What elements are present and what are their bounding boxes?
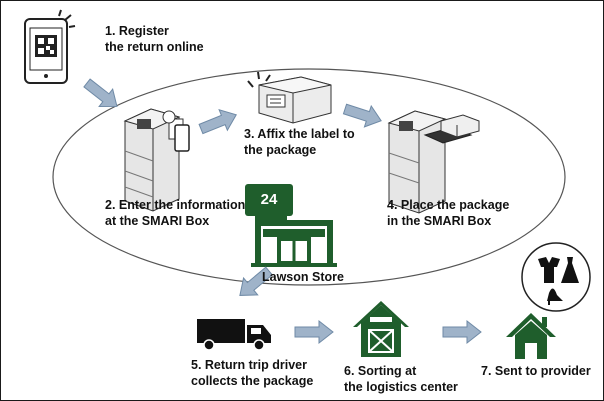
provider-house-icon <box>506 313 556 359</box>
lawson-store-ellipse <box>52 68 566 286</box>
arrow-step5-to-step6 <box>294 320 334 344</box>
smartphone-icon <box>24 9 76 84</box>
package-with-label-icon <box>247 71 332 124</box>
arrow-step2-to-step3 <box>196 104 241 140</box>
delivery-truck-icon <box>197 319 271 351</box>
logistics-center-barn-icon <box>353 301 409 357</box>
store-sign-24: 24 <box>260 191 278 208</box>
lawson-store-icon <box>245 184 337 267</box>
smari-box-with-package-icon <box>387 110 480 214</box>
clothing-products-icon <box>521 242 591 312</box>
step-7-label: 7. Sent to provider <box>481 364 591 378</box>
smari-box-kiosk-icon <box>123 108 190 212</box>
lawson-store-label: Lawson Store <box>262 270 344 284</box>
arrow-step1-to-step2 <box>79 73 125 116</box>
arrow-step6-to-step7 <box>442 320 482 344</box>
